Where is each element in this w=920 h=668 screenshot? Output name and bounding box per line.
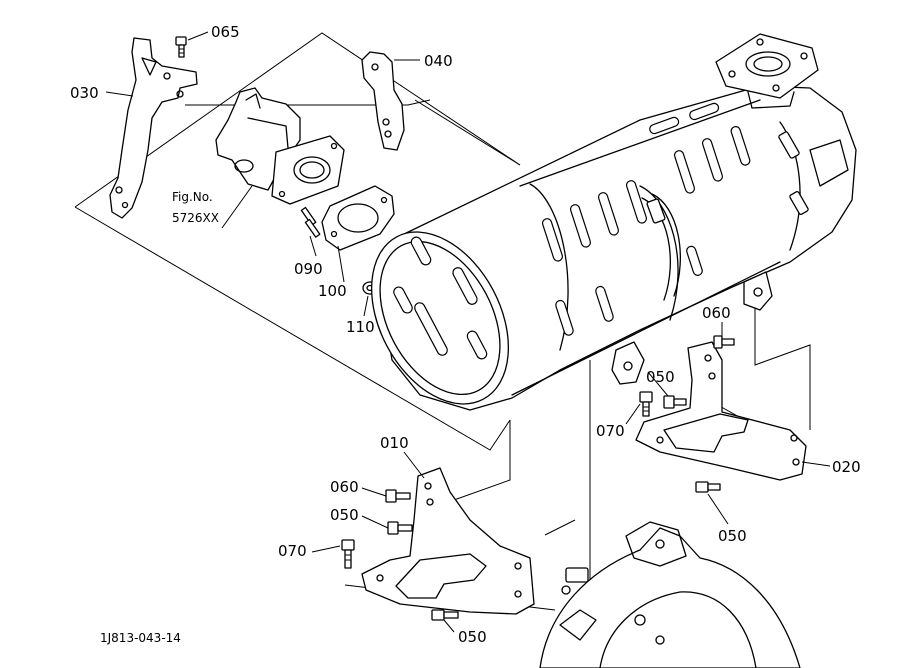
leader-lines — [105, 31, 831, 633]
callout-020: 020 — [832, 458, 861, 476]
bracket-020 — [635, 341, 807, 481]
figure-ref-line2: 5726XX — [172, 211, 219, 225]
gasket-100 — [321, 185, 395, 251]
callout-100: 100 — [318, 282, 347, 300]
callout-050-left-lower: 050 — [458, 628, 487, 646]
callout-110: 110 — [346, 318, 375, 336]
callout-060-right: 060 — [702, 304, 731, 322]
callout-010: 010 — [380, 434, 409, 452]
bracket-040 — [361, 51, 405, 151]
callout-060-left: 060 — [330, 478, 359, 496]
bolt-065 — [175, 36, 187, 58]
bolt-060-right — [713, 335, 735, 349]
bolt-060-left — [385, 489, 411, 503]
muffler-dpf-body — [370, 33, 857, 411]
callout-065: 065 — [211, 23, 240, 41]
figure-ref-line1: Fig.No. — [172, 190, 213, 204]
callout-labels: 065 040 030 Fig.No. 5726XX 090 100 110 0… — [70, 23, 861, 646]
diagram-code: 1J813-043-14 — [100, 631, 181, 645]
callout-050-right-upper: 050 — [646, 368, 675, 386]
bolt-070-left — [341, 539, 355, 569]
engine-housing-partial — [539, 521, 801, 668]
callout-050-left-upper: 050 — [330, 506, 359, 524]
bracket-030 — [109, 37, 198, 219]
callout-030: 030 — [70, 84, 99, 102]
bolt-050-left-lower — [431, 609, 459, 621]
bolt-050-right-upper — [663, 395, 687, 409]
bolt-050-left-upper — [387, 521, 413, 535]
callout-090: 090 — [294, 260, 323, 278]
callout-070-right: 070 — [596, 422, 625, 440]
bolt-050-right-lower — [695, 481, 721, 493]
callout-040: 040 — [424, 52, 453, 70]
outlet-pipe-assembly — [215, 87, 345, 229]
bolt-070-right — [639, 391, 653, 417]
stud-090 — [300, 206, 321, 238]
callout-050-right-lower: 050 — [718, 527, 747, 545]
callout-070-left: 070 — [278, 542, 307, 560]
bracket-010 — [361, 467, 535, 615]
